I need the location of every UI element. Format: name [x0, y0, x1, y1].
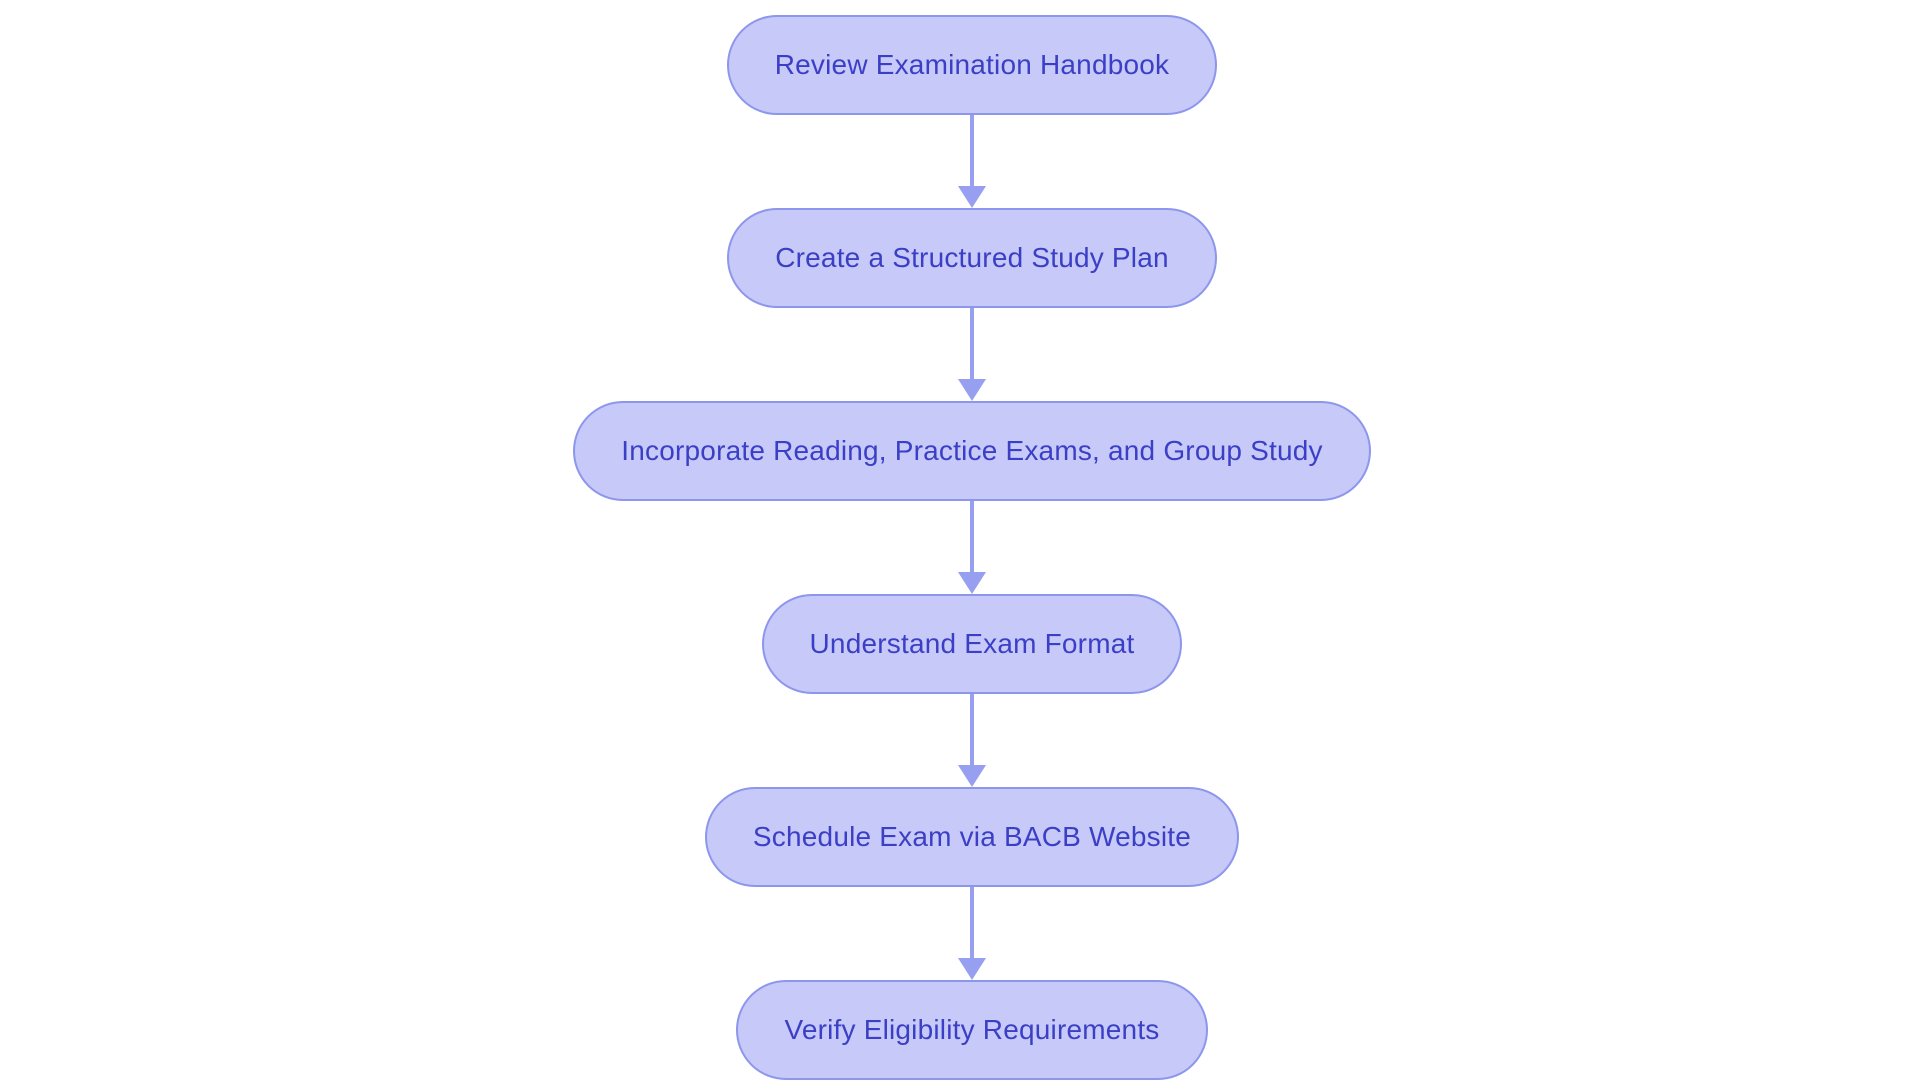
arrow-line [970, 887, 974, 958]
arrow-line [970, 308, 974, 379]
arrow-head-icon [958, 958, 986, 980]
flow-node-incorporate-study: Incorporate Reading, Practice Exams, and… [573, 401, 1371, 501]
connector-arrow [956, 308, 988, 401]
arrow-head-icon [958, 765, 986, 787]
flow-node-label: Create a Structured Study Plan [775, 242, 1169, 273]
connector-arrow [956, 115, 988, 208]
arrow-head-icon [958, 186, 986, 208]
flowchart: Review Examination Handbook Create a Str… [12, 15, 1920, 1080]
arrow-line [970, 115, 974, 186]
arrow-line [970, 501, 974, 572]
flow-node-label: Schedule Exam via BACB Website [752, 821, 1192, 852]
flow-node-schedule-exam: Schedule Exam via BACB Website [704, 787, 1240, 887]
connector-arrow [956, 501, 988, 594]
flow-node-exam-format: Understand Exam Format [761, 594, 1183, 694]
arrow-head-icon [958, 379, 986, 401]
flow-node-study-plan: Create a Structured Study Plan [727, 208, 1217, 308]
arrow-head-icon [958, 572, 986, 594]
flow-node-review-handbook: Review Examination Handbook [726, 15, 1218, 115]
arrow-line [970, 694, 974, 765]
flow-node-verify-eligibility: Verify Eligibility Requirements [736, 980, 1208, 1080]
flow-node-label: Incorporate Reading, Practice Exams, and… [621, 435, 1323, 466]
flow-node-label: Review Examination Handbook [774, 49, 1170, 80]
connector-arrow [956, 694, 988, 787]
connector-arrow [956, 887, 988, 980]
flow-node-label: Verify Eligibility Requirements [784, 1014, 1160, 1045]
flow-node-label: Understand Exam Format [809, 628, 1135, 659]
